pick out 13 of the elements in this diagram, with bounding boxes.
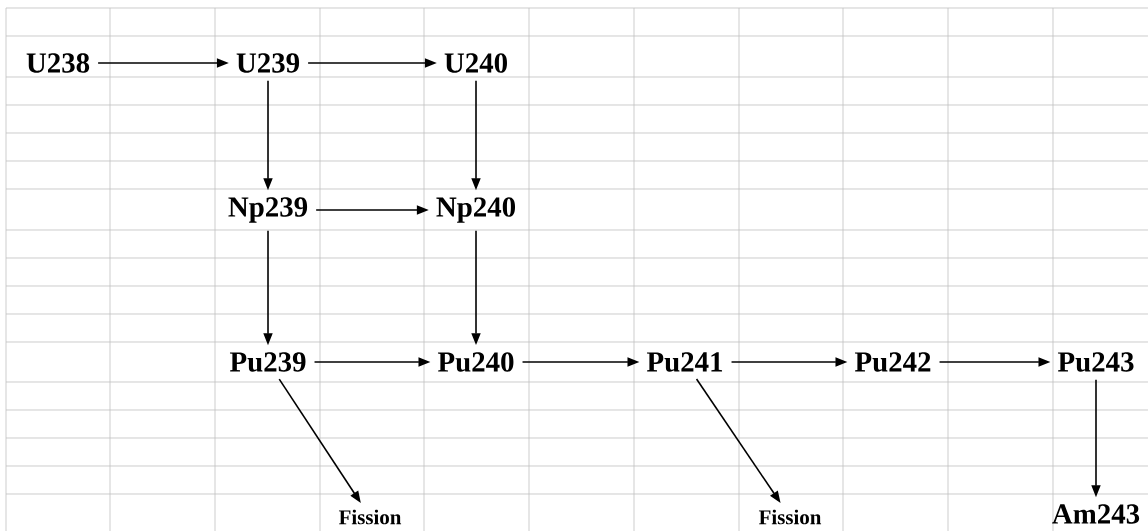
isotope-label: U238 xyxy=(26,53,90,73)
isotope-label: Pu241 xyxy=(647,352,723,372)
isotope-label: Np240 xyxy=(436,197,516,223)
isotope-label: Pu239 xyxy=(230,352,306,372)
isotope-label: U240 xyxy=(444,53,507,73)
isotope-label: Pu242 xyxy=(855,352,931,372)
fission-label: Fission xyxy=(338,509,402,525)
isotope-label: Am243 xyxy=(1052,504,1140,524)
fission-label: Fission xyxy=(758,509,822,525)
isotope-label: Pu240 xyxy=(438,352,514,372)
isotope-label: Pu243 xyxy=(1057,352,1134,372)
isotope-label: U239 xyxy=(236,53,300,73)
isotope-label: Np239 xyxy=(228,197,308,223)
